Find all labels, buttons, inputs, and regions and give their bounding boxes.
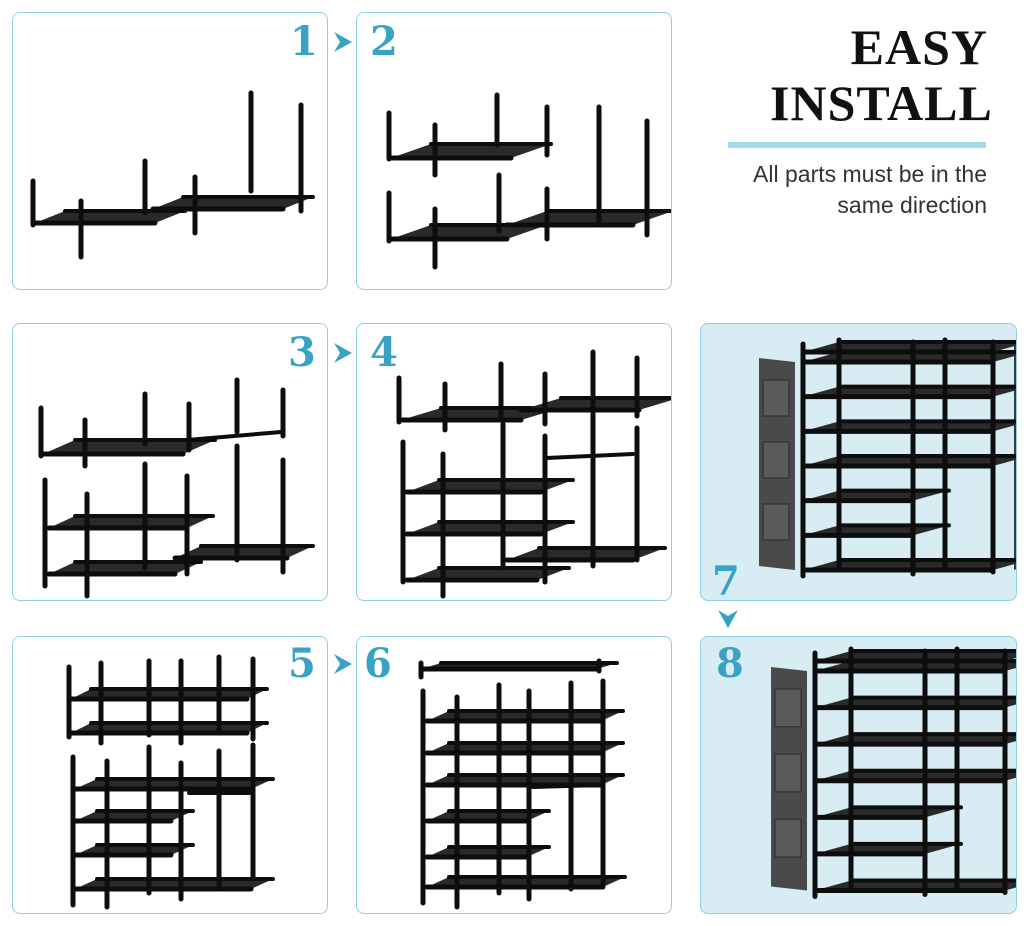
step-1-panel [12, 12, 328, 290]
shelf-fabric [407, 568, 569, 580]
step-5-panel [12, 636, 328, 914]
shelf-fabric [815, 697, 1016, 708]
shelf-fabric [391, 225, 547, 239]
title-underline [728, 142, 986, 148]
chevron-right-icon [334, 654, 352, 674]
shelf-fabric [175, 546, 313, 558]
rack-illustration [30, 90, 315, 260]
rack-illustration [771, 646, 1016, 899]
step-number-3: 3 [288, 329, 316, 376]
title-easy: EASY [850, 19, 988, 75]
chevron-right-icon [334, 343, 352, 363]
organizer-pocket [762, 503, 790, 541]
shelf-fabric [407, 522, 573, 534]
chevron-right-icon [334, 32, 352, 52]
step-4-panel [356, 323, 672, 601]
rack-rail [185, 430, 283, 442]
step-6-panel [356, 636, 672, 914]
subtitle-line-2: same direction [837, 192, 987, 218]
step-7-panel [700, 323, 1017, 601]
step-8-panel [700, 636, 1017, 914]
organizer-pocket [774, 688, 802, 728]
organizer-pocket [774, 818, 802, 858]
rack-illustration [386, 92, 671, 270]
rack-rail [531, 783, 603, 789]
chevron-down-icon [718, 610, 738, 628]
step-number-8: 8 [716, 640, 744, 687]
step-2-panel [356, 12, 672, 290]
organizer-pocket [774, 753, 802, 793]
shelf-fabric [35, 211, 185, 223]
organizer-pocket [762, 441, 790, 479]
organizer-pocket [762, 379, 790, 417]
rack-illustration [759, 337, 1016, 579]
step-number-1: 1 [290, 18, 318, 65]
title-install: INSTALL [770, 75, 993, 131]
rack-illustration [38, 377, 315, 599]
subtitle-line-1: All parts must be in the [753, 161, 987, 187]
step-number-2: 2 [370, 18, 398, 65]
rack-illustration [396, 349, 671, 599]
step-number-4: 4 [370, 329, 398, 376]
step-number-7: 7 [712, 558, 740, 605]
shelf-fabric [407, 480, 573, 492]
rack-illustration [418, 658, 627, 910]
step-3-panel [12, 323, 328, 601]
rack-illustration [66, 654, 275, 910]
shelf-fabric [391, 144, 551, 158]
step-number-5: 5 [288, 640, 316, 687]
shelf-fabric [803, 386, 1016, 397]
step-number-6: 6 [364, 640, 392, 687]
rack-rail [545, 452, 635, 460]
shelf-fabric [49, 516, 213, 528]
shelf-fabric [521, 398, 671, 410]
